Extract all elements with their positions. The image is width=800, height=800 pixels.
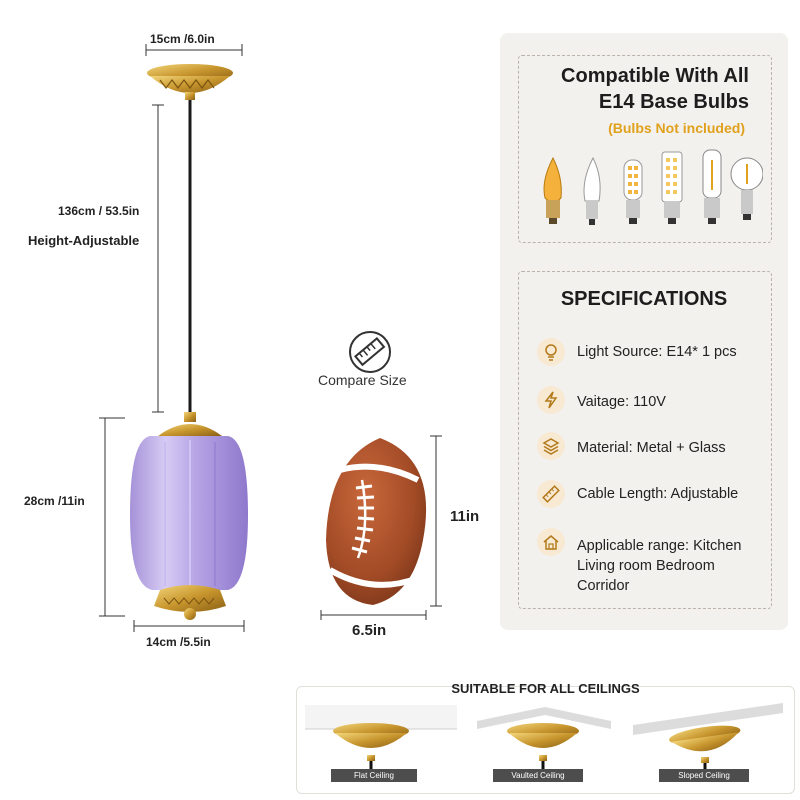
info-panel: Compatible With All E14 Base Bulbs (Bulb… <box>500 33 788 630</box>
vaulted-ceiling-image <box>477 707 611 773</box>
lamp-drawing <box>99 44 248 632</box>
bulb-title-line2: E14 Base Bulbs <box>598 91 749 113</box>
specifications-heading: SPECIFICATIONS <box>560 288 728 310</box>
spec-cable-length: Cable Length: Adjustable <box>577 486 739 502</box>
specifications-card: SPECIFICATIONS Light Source: E14* 1 pcs … <box>518 271 772 609</box>
spec-applicable-range: Applicable range: Kitchen Living room Be… <box>577 538 742 594</box>
ball-height-label: 11in <box>450 508 480 525</box>
ceilings-section: SUITABLE FOR ALL CEILINGS <box>296 681 795 794</box>
ceilings-title: SUITABLE FOR ALL CEILINGS <box>451 681 640 696</box>
bulb-title-line1: Compatible With All <box>561 65 749 87</box>
candle-flame-bulb-icon <box>543 156 562 224</box>
ruler-icon <box>349 331 391 373</box>
corn-bulb-icon <box>623 159 643 224</box>
compare-size-label: Compare Size <box>318 372 407 388</box>
sloped-ceiling-image <box>633 703 783 773</box>
spec-voltage: Vaitage: 110V <box>577 394 666 410</box>
bulb-note: (Bulbs Not included) <box>608 120 745 136</box>
shade-width-label: 14cm /5.5in <box>146 635 211 649</box>
shade-height-label: 28cm /11in <box>24 494 85 508</box>
canopy-width-label: 15cm /6.0in <box>150 32 215 46</box>
bulb-icon <box>537 338 565 366</box>
flat-ceiling-image <box>305 705 457 773</box>
cable-length-label: 136cm / 53.5in <box>58 204 140 218</box>
ball-width-label: 6.5in <box>352 622 387 639</box>
spec-light-source: Light Source: E14* 1 pcs <box>577 344 737 360</box>
vaulted-ceiling-label: Vaulted Ceiling <box>493 769 583 782</box>
lightning-icon <box>537 386 565 414</box>
sloped-ceiling-label: Sloped Ceiling <box>659 769 749 782</box>
height-adjustable-label: Height-Adjustable <box>28 233 140 248</box>
bulb-compatibility-card: Compatible With All E14 Base Bulbs (Bulb… <box>518 55 772 243</box>
layers-icon <box>537 432 565 460</box>
tubular-bulb-icon <box>702 149 722 224</box>
led-corn-bulb-icon <box>661 151 683 224</box>
flat-ceiling-label: Flat Ceiling <box>331 769 417 782</box>
spec-material: Material: Metal + Glass <box>577 440 726 456</box>
ceiling-types-drawing <box>305 703 783 773</box>
candle-clear-bulb-icon <box>583 156 601 225</box>
home-icon <box>537 528 565 556</box>
globe-bulb-icon <box>730 157 763 220</box>
bulb-images <box>543 149 763 225</box>
football-image <box>320 435 442 620</box>
ruler-icon <box>537 480 565 508</box>
